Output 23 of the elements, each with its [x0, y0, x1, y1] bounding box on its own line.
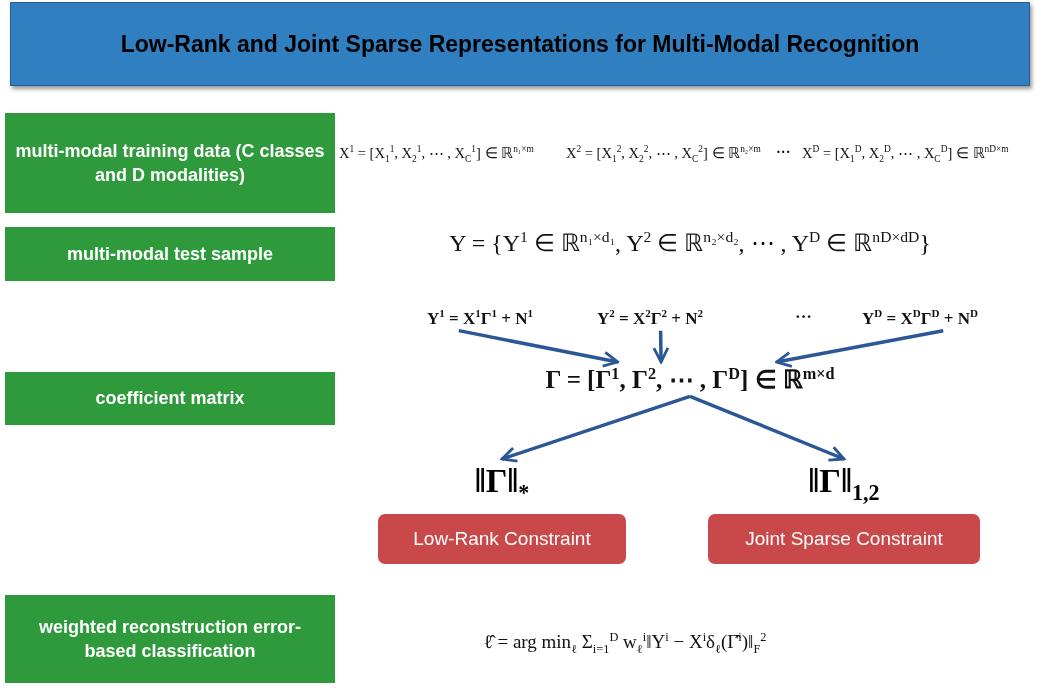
- constraint-box: Joint Sparse Constraint: [708, 513, 980, 564]
- norm-formula: ‖Γ‖$_{*}$: [473, 462, 531, 506]
- equation: Γ = [Γ$^{1}$, Γ$^{2}$, ⋯ , Γ$^{D}$] ∈ ℝ$^{m×d}$: [545, 365, 835, 395]
- ellipsis: ···: [776, 144, 791, 161]
- equation: Y$^{2}$ = X$^{2}$Γ$^{2}$ + N$^{2}$: [596, 307, 704, 329]
- arrow: [689, 394, 846, 462]
- formula: X$^{D}$ = [X$_{1}$$^{D}$, X$_{2}$$^{D}$, ⋯ , X$_{C}$$^{D}$] ∈ ℝ$^{nD×m}$: [802, 144, 1009, 164]
- ellipsis: ···: [795, 307, 812, 327]
- title-banner: Low-Rank and Joint Sparse Representations for Multi-Modal Recognition: [10, 2, 1030, 86]
- formula: Y = {Y$^{1}$ ∈ ℝ$^{n₁×d₁}$, Y$^{2}$ ∈ ℝ$^{n₂×d₂}$, ⋯ , Y$^{D}$ ∈ ℝ$^{nD×dD}$}: [449, 228, 931, 257]
- arrow: [652, 330, 670, 364]
- step-label-box: multi-modal test sample: [5, 227, 335, 281]
- norm-formula: ‖Γ‖$_{1,2}$: [807, 462, 881, 506]
- step-label-box: coefficient matrix: [5, 372, 335, 425]
- equation: Y$^{1}$ = X$^{1}$Γ$^{1}$ + N$^{1}$: [426, 307, 534, 329]
- equation: Y$^{D}$ = X$^{D}$Γ$^{D}$ + N$^{D}$: [862, 307, 978, 329]
- arrow: [775, 328, 944, 368]
- formula: X$^{2}$ = [X$_{1}$$^{2}$, X$_{2}$$^{2}$, ⋯ , X$_{C}$$^{2}$] ∈ ℝ$^{n₂×m}$: [566, 144, 761, 164]
- step-label-box: weighted reconstruction error-based classification: [5, 595, 335, 683]
- constraint-box: Low-Rank Constraint: [378, 513, 626, 564]
- arrow: [458, 328, 620, 368]
- step-label-box: multi-modal training data (C classes and D modalities): [5, 113, 335, 213]
- arrow: [500, 394, 691, 463]
